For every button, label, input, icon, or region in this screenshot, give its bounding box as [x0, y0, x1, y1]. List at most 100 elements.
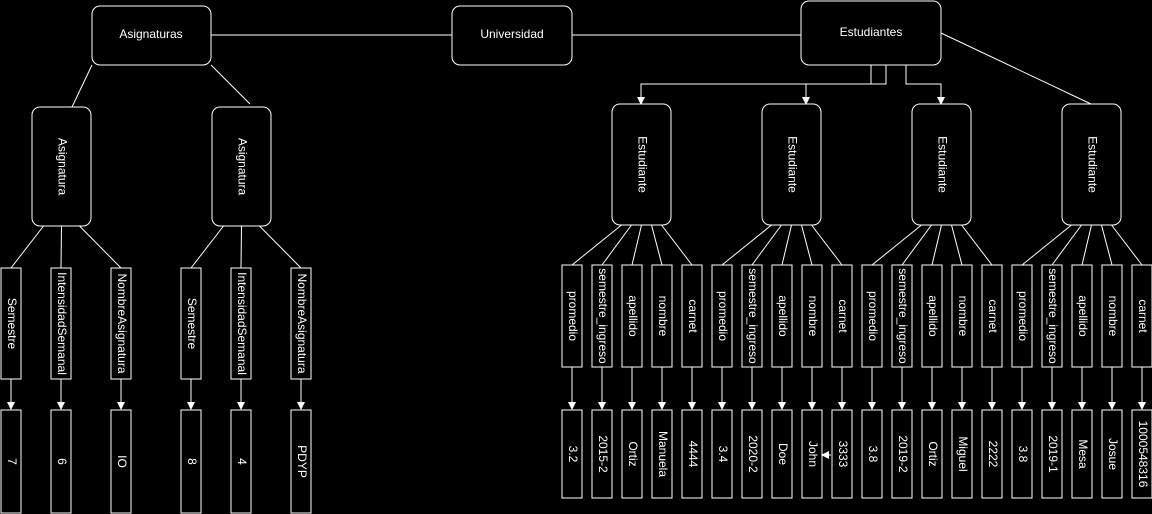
estudiante-2-value-4-label: John: [806, 441, 820, 467]
asignatura-2-attr-Semestre-label: Semestre: [185, 298, 199, 350]
edge-asignatura-1-attr-2: [60, 225, 62, 269]
edge-estudiante-3-attr-3: [931, 224, 942, 266]
estudiante-2-value-5[interactable]: 3333: [831, 409, 853, 499]
estudiante-node-4-label: Estudiante: [1085, 136, 1099, 193]
asignatura-2-attr-IntensidadSemanal-label: IntensidadSemanal: [235, 272, 249, 375]
estudiante-2-value-1[interactable]: 3.4: [711, 409, 733, 499]
asignatura-2-value-3[interactable]: PDYP: [290, 409, 312, 514]
asignatura-2-value-2[interactable]: 4: [230, 409, 252, 514]
estudiante-4-value-3-label: Mesa: [1076, 439, 1090, 469]
estudiante-1-value-4[interactable]: Manuela: [651, 409, 673, 499]
estudiante-4-value-1[interactable]: 3.8: [1011, 409, 1033, 499]
estudiante-2-value-4[interactable]: John: [801, 409, 823, 499]
asignatura-2-attr-NombreAsignatura-label: NombreAsignatura: [295, 273, 309, 373]
estudiante-3-attr-semestre_ingreso[interactable]: semestre_ingreso: [891, 264, 913, 368]
estudiante-1-attr-nombre[interactable]: nombre: [651, 264, 673, 368]
estudiante-node-1-label: Estudiante: [635, 136, 649, 193]
estudiante-4-attr-apellido[interactable]: apellido: [1071, 264, 1093, 368]
estudiante-4-attr-carnet[interactable]: carnet: [1131, 264, 1152, 368]
estudiante-2-attr-carnet[interactable]: carnet: [831, 264, 853, 368]
estudiante-1-value-4-label: Manuela: [656, 431, 670, 477]
estudiante-1-value-1[interactable]: 3.2: [561, 409, 583, 499]
estudiante-3-value-5[interactable]: 2222: [981, 409, 1003, 499]
estudiante-subtree-3: promedio 3.8 semestre_ingreso 2019-2 apellid…: [861, 103, 1003, 499]
asignatura-node-2[interactable]: Asignatura: [211, 106, 272, 227]
edge-estudiante-2-attr-1: [721, 224, 772, 266]
asignatura-2-value-1[interactable]: 8: [180, 409, 202, 514]
node-estudiantes[interactable]: Estudiantes: [800, 0, 942, 66]
estudiante-4-value-3[interactable]: Mesa: [1071, 409, 1093, 499]
edge-asignatura-1-attr-1: [10, 225, 44, 269]
estudiante-node-2[interactable]: Estudiante: [761, 103, 822, 226]
asignatura-subtree-2: Semestre 8 IntensidadSemanal 4 NombreAsignat…: [180, 106, 312, 514]
edge-estudiantes-estudiante-4: [940, 32, 1092, 105]
estudiante-3-attr-semestre_ingreso-label: semestre_ingreso: [896, 268, 910, 364]
estudiante-2-value-3[interactable]: Doe: [771, 409, 793, 499]
asignatura-1-attr-Semestre[interactable]: Semestre: [0, 267, 22, 380]
node-asignaturas-label: Asignaturas: [119, 27, 182, 41]
estudiante-3-value-1[interactable]: 3.8: [861, 409, 883, 499]
estudiante-3-value-2[interactable]: 2019-2: [891, 409, 913, 499]
asignatura-1-value-2[interactable]: 6: [50, 409, 72, 514]
estudiante-4-attr-nombre[interactable]: nombre: [1101, 264, 1123, 368]
asignatura-2-attr-IntensidadSemanal[interactable]: IntensidadSemanal: [230, 267, 252, 380]
asignatura-1-attr-IntensidadSemanal[interactable]: IntensidadSemanal: [50, 267, 72, 380]
estudiante-1-attr-apellido[interactable]: apellido: [621, 264, 643, 368]
node-estudiantes-label: Estudiantes: [840, 25, 903, 39]
estudiante-2-value-2[interactable]: 2020-2: [741, 409, 763, 499]
estudiante-node-3[interactable]: Estudiante: [911, 103, 972, 226]
asignatura-2-attr-NombreAsignatura[interactable]: NombreAsignatura: [290, 267, 312, 380]
edge-estudiante-1-attr-1: [571, 224, 622, 266]
top-level-nodes: Asignaturas Universidad Estudiantes: [91, 0, 942, 66]
asignatura-2-attr-Semestre[interactable]: Semestre: [180, 267, 202, 380]
estudiante-1-value-5[interactable]: 4444: [681, 409, 703, 499]
estudiante-1-value-3-label: Ortiz: [626, 441, 640, 466]
asignatura-node-2-label: Asignatura: [235, 138, 249, 196]
estudiante-2-attr-semestre_ingreso[interactable]: semestre_ingreso: [741, 264, 763, 368]
estudiante-3-attr-promedio[interactable]: promedio: [861, 264, 883, 368]
estudiante-2-attr-semestre_ingreso-label: semestre_ingreso: [746, 268, 760, 364]
estudiante-3-value-3[interactable]: Ortiz: [921, 409, 943, 499]
estudiante-3-attr-nombre[interactable]: nombre: [951, 264, 973, 368]
edge-estudiante-3-attr-1: [871, 224, 922, 266]
estudiante-2-attr-carnet-label: carnet: [836, 299, 850, 333]
estudiante-4-value-4-label: Josue: [1106, 438, 1120, 470]
edge-estudiante-2-attr-5: [811, 224, 843, 266]
estudiante-4-attr-semestre_ingreso[interactable]: semestre_ingreso: [1041, 264, 1063, 368]
estudiante-4-value-4[interactable]: Josue: [1101, 409, 1123, 499]
estudiante-node-1[interactable]: Estudiante: [611, 103, 672, 226]
node-asignaturas[interactable]: Asignaturas: [91, 5, 212, 66]
estudiante-4-value-2[interactable]: 2019-1: [1041, 409, 1063, 499]
asignatura-1-value-3[interactable]: IO: [110, 409, 132, 514]
estudiante-1-attr-promedio[interactable]: promedio: [561, 264, 583, 368]
node-universidad[interactable]: Universidad: [451, 5, 573, 66]
edge-estudiante-4-attr-3: [1081, 224, 1092, 266]
asignatura-subtree-1: Semestre 7 IntensidadSemanal 6 NombreAsignat…: [0, 106, 132, 514]
asignatura-node-1[interactable]: Asignatura: [31, 106, 92, 227]
estudiante-3-attr-apellido[interactable]: apellido: [921, 264, 943, 368]
asignatura-1-value-1[interactable]: 7: [0, 409, 22, 514]
estudiante-2-attr-promedio[interactable]: promedio: [711, 264, 733, 368]
edge-estudiantes-estudiante-1: [637, 65, 872, 105]
edge-estudiante-1-attr-4: [651, 224, 663, 266]
estudiante-1-value-3[interactable]: Ortiz: [621, 409, 643, 499]
estudiante-1-attr-semestre_ingreso[interactable]: semestre_ingreso: [591, 264, 613, 368]
estudiante-2-attr-nombre[interactable]: nombre: [801, 264, 823, 368]
estudiante-subtree-1: promedio 3.2 semestre_ingreso 2015-2 apellid…: [561, 103, 703, 499]
estudiante-2-attr-apellido[interactable]: apellido: [771, 264, 793, 368]
estudiante-1-value-2[interactable]: 2015-2: [591, 409, 613, 499]
estudiante-node-4[interactable]: Estudiante: [1061, 103, 1122, 226]
estudiante-4-value-5[interactable]: 1000548316: [1131, 409, 1152, 499]
estudiante-1-attr-carnet[interactable]: carnet: [681, 264, 703, 368]
estudiante-2-value-2-label: 2020-2: [746, 435, 760, 473]
estudiante-3-value-2-label: 2019-2: [896, 435, 910, 473]
edge-estudiante-1-attr-5: [661, 224, 693, 266]
asignatura-2-value-3-label: PDYP: [295, 445, 309, 478]
estudiante-3-value-4[interactable]: Miguel: [951, 409, 973, 499]
edge-estudiante-1-attr-2: [601, 224, 632, 266]
estudiante-3-attr-carnet[interactable]: carnet: [981, 264, 1003, 368]
estudiante-4-attr-promedio[interactable]: promedio: [1011, 264, 1033, 368]
asignatura-1-attr-NombreAsignatura[interactable]: NombreAsignatura: [110, 267, 132, 380]
estudiante-1-attr-semestre_ingreso-label: semestre_ingreso: [596, 268, 610, 364]
